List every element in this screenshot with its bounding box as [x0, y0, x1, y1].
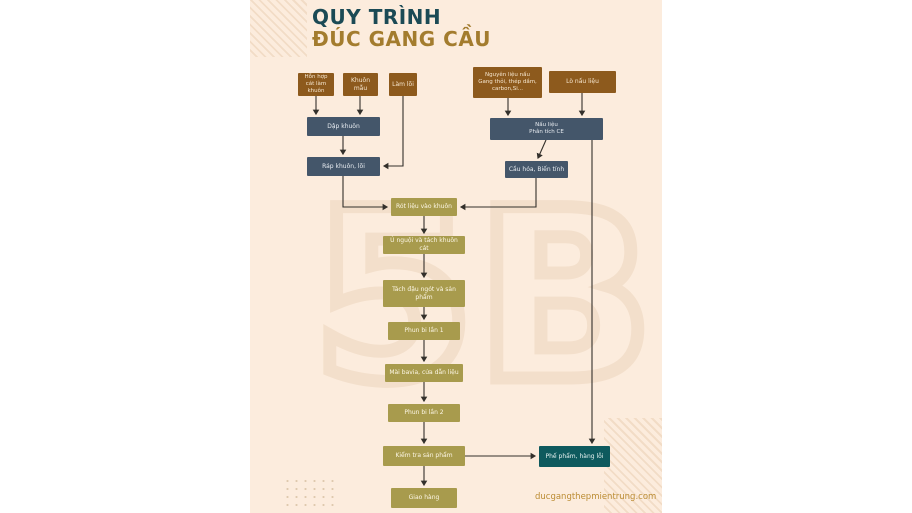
- node-furnace: Lò nấu liệu: [549, 71, 616, 93]
- website-url: ducgangthepmientrung.com: [535, 492, 657, 502]
- node-grind-cut: Mài bavia, cửa dẫn liệu: [385, 364, 463, 382]
- node-pattern-mold: Khuôn mẫu: [343, 73, 378, 96]
- page-title: QUY TRÌNH ĐÚC GANG CẦU: [312, 6, 491, 50]
- diagonal-stripes-decoration: [604, 418, 662, 513]
- connector-core-assemble: [382, 96, 404, 170]
- node-raw-material: Nguyên liệu nấu Gang thỏi, thép dầm, car…: [473, 67, 542, 98]
- node-melt-analyze-line2: Phân tích CE: [529, 129, 564, 135]
- node-remove-riser: Tách đậu ngót và sản phẩm: [383, 280, 465, 307]
- dots-decoration: [283, 477, 335, 511]
- node-assemble-mold: Ráp khuôn, lõi: [307, 157, 380, 176]
- node-cool-separate: Ủ nguội và tách khuôn cát: [383, 236, 465, 254]
- watermark-letters: 5B: [318, 168, 648, 434]
- node-shot-blast-1: Phun bi lần 1: [388, 322, 460, 340]
- node-melt-analyze-line1: Nấu liệu: [535, 121, 558, 128]
- connector-melt-spheroidize: [536, 139, 547, 160]
- node-raw-material-line2: Gang thỏi, thép dầm,: [478, 78, 537, 85]
- node-inspect: Kiểm tra sản phẩm: [383, 446, 465, 466]
- page-title-line2: ĐÚC GANG CẦU: [312, 27, 492, 51]
- connector-spheroidize-pour: [459, 178, 537, 211]
- node-spheroidize: Cầu hóa, Biến tính: [505, 161, 568, 178]
- page-title-line1: QUY TRÌNH: [312, 5, 442, 29]
- company-logo-watermark: 5B: [318, 168, 648, 438]
- node-raw-material-line1: Nguyên liệu nấu: [485, 71, 530, 78]
- node-make-core: Làm lõi: [389, 73, 417, 96]
- node-melt-analyze: Nấu liệu Phân tích CE: [490, 118, 603, 140]
- node-press-mold: Dập khuôn: [307, 117, 380, 136]
- node-raw-material-line3: carbon,Si...: [491, 86, 523, 93]
- diagonal-stripes-decoration: [250, 0, 307, 57]
- connector-assemble-pour: [342, 176, 389, 211]
- node-mix-sand: Hỗn hợp cát làm khuôn: [298, 73, 334, 96]
- node-shot-blast-2: Phun bi lần 2: [388, 404, 460, 422]
- node-pour: Rót liệu vào khuôn: [391, 198, 457, 216]
- node-reject: Phế phẩm, hàng lỗi: [539, 446, 610, 467]
- node-deliver: Giao hàng: [391, 488, 457, 508]
